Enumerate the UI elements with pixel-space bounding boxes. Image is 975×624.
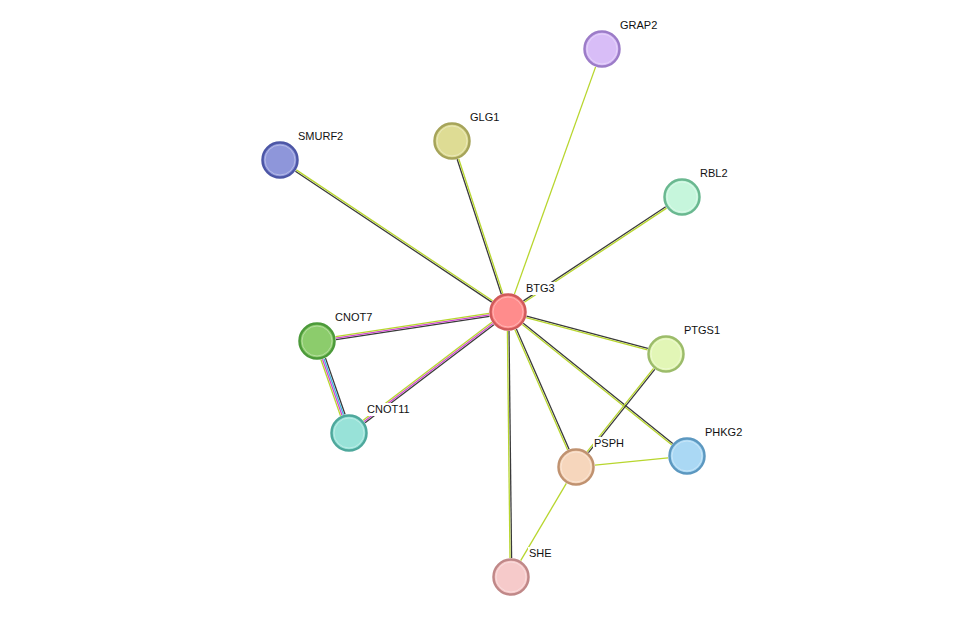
interaction-edge bbox=[457, 159, 503, 294]
evidence-line bbox=[363, 322, 492, 420]
protein-node: PTGS1 bbox=[647, 335, 685, 373]
interaction-edge bbox=[521, 483, 567, 560]
node-label: CNOT11 bbox=[366, 403, 411, 416]
evidence-line bbox=[514, 67, 595, 294]
protein-node: SMURF2 bbox=[261, 141, 299, 179]
node-disc bbox=[649, 337, 684, 372]
node-label: BTG3 bbox=[525, 282, 556, 295]
evidence-line bbox=[521, 483, 567, 560]
node-circle bbox=[489, 293, 527, 331]
node-highlight bbox=[302, 326, 332, 356]
node-circle bbox=[298, 322, 336, 360]
evidence-line bbox=[523, 323, 672, 443]
node-circle bbox=[583, 30, 621, 68]
evidence-line bbox=[324, 359, 344, 415]
protein-node: SHE bbox=[492, 558, 530, 596]
evidence-line bbox=[364, 324, 493, 422]
evidence-line bbox=[588, 369, 654, 452]
evidence-line bbox=[524, 208, 666, 302]
evidence-line bbox=[523, 207, 665, 301]
node-circle bbox=[647, 335, 685, 373]
node-highlight bbox=[587, 34, 617, 64]
evidence-line bbox=[457, 159, 501, 294]
node-highlight bbox=[496, 562, 526, 592]
node-highlight bbox=[651, 339, 681, 369]
evidence-line bbox=[522, 325, 671, 445]
node-circle bbox=[557, 448, 595, 486]
interaction-edge bbox=[595, 458, 668, 465]
node-circle bbox=[330, 414, 368, 452]
node-highlight bbox=[672, 441, 702, 471]
interaction-edge bbox=[507, 331, 511, 558]
evidence-line bbox=[296, 170, 492, 301]
node-disc bbox=[491, 295, 526, 330]
node-label: PSPH bbox=[593, 437, 625, 450]
evidence-line bbox=[459, 159, 503, 294]
node-circle bbox=[663, 178, 701, 216]
protein-node: CNOT7 bbox=[298, 322, 336, 360]
interaction-edge bbox=[514, 67, 595, 294]
node-label: PHKG2 bbox=[704, 426, 743, 439]
node-label: PTGS1 bbox=[683, 324, 721, 337]
node-disc bbox=[263, 143, 298, 178]
evidence-line bbox=[322, 359, 342, 415]
interaction-edge bbox=[523, 207, 666, 302]
evidence-line bbox=[365, 325, 494, 423]
evidence-line bbox=[516, 329, 569, 449]
interaction-edge bbox=[295, 170, 492, 302]
protein-node: PHKG2 bbox=[668, 437, 706, 475]
evidence-line bbox=[295, 171, 491, 302]
node-highlight bbox=[493, 297, 523, 327]
node-disc bbox=[585, 32, 620, 67]
node-label: SHE bbox=[528, 547, 553, 560]
node-disc bbox=[332, 416, 367, 451]
protein-node: RBL2 bbox=[663, 178, 701, 216]
interaction-edge bbox=[321, 358, 345, 416]
evidence-line bbox=[515, 330, 568, 450]
evidence-line bbox=[321, 360, 341, 416]
node-label: SMURF2 bbox=[297, 130, 344, 143]
node-highlight bbox=[334, 418, 364, 448]
node-highlight bbox=[265, 145, 295, 175]
node-highlight bbox=[437, 126, 467, 156]
node-disc bbox=[559, 450, 594, 485]
interaction-edge bbox=[522, 323, 672, 444]
evidence-line bbox=[526, 318, 647, 350]
node-highlight bbox=[667, 182, 697, 212]
node-disc bbox=[665, 180, 700, 215]
node-disc bbox=[300, 324, 335, 359]
node-circle bbox=[433, 122, 471, 160]
node-label: GLG1 bbox=[469, 111, 500, 124]
interaction-edge bbox=[587, 368, 655, 452]
evidence-line bbox=[595, 458, 668, 465]
node-circle bbox=[668, 437, 706, 475]
node-circle bbox=[492, 558, 530, 596]
node-disc bbox=[435, 124, 470, 159]
evidence-line bbox=[326, 358, 346, 414]
node-label: RBL2 bbox=[699, 167, 729, 180]
node-label: CNOT7 bbox=[334, 311, 373, 324]
interaction-edge bbox=[515, 329, 569, 450]
interaction-edge bbox=[526, 316, 648, 350]
protein-node: GLG1 bbox=[433, 122, 471, 160]
protein-node: CNOT11 bbox=[330, 414, 368, 452]
protein-node: PSPH bbox=[557, 448, 595, 486]
evidence-line bbox=[507, 331, 510, 558]
interaction-edge bbox=[363, 322, 494, 423]
node-label: GRAP2 bbox=[619, 19, 658, 32]
protein-node: GRAP2 bbox=[583, 30, 621, 68]
evidence-line bbox=[587, 368, 653, 451]
node-highlight bbox=[561, 452, 591, 482]
node-disc bbox=[670, 439, 705, 474]
evidence-line bbox=[527, 316, 648, 348]
node-disc bbox=[494, 560, 529, 595]
protein-node: BTG3 bbox=[489, 293, 527, 331]
node-circle bbox=[261, 141, 299, 179]
